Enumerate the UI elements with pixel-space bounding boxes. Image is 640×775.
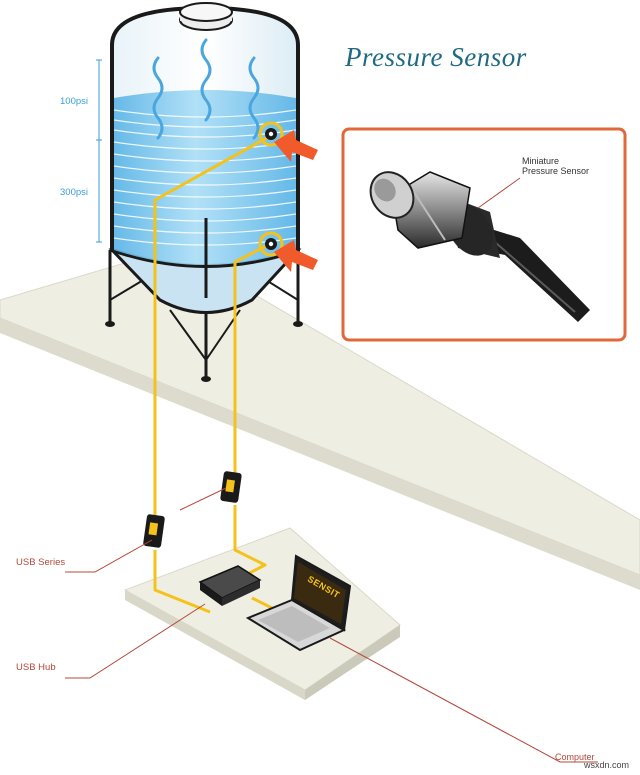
arrow-upper [274,130,318,162]
usb-series-label: USB Series [16,557,66,568]
usb-hub [198,565,262,606]
inset-label-line1: Miniature [522,156,560,166]
arrow-lower [274,240,318,272]
inset-label-line2: Pressure Sensor [522,166,590,176]
cables [153,134,616,614]
usb-stick-upper [220,471,242,503]
sensor-upper [258,121,284,147]
inset-sensor-label: Miniature Pressure Sensor [522,156,589,176]
sensor-lower [258,231,284,257]
diagram-title: Pressure Sensor [345,42,527,72]
laptop [245,554,352,652]
steam-waves [152,38,260,140]
level-300psi: 300psi [60,187,88,198]
leg-feet [105,321,303,382]
computer-label: Computer [555,752,595,762]
level-100psi: 100psi [60,96,88,107]
watermark: wsxdn.com [584,760,630,770]
psi-scale [96,59,102,243]
inset-leader [477,177,521,209]
usb-hub-label: USB Hub [16,662,56,673]
desk-platform [123,527,401,700]
label-leaders [65,487,598,763]
usb-stick-lower [143,514,165,548]
sensor-closeup [369,171,590,322]
